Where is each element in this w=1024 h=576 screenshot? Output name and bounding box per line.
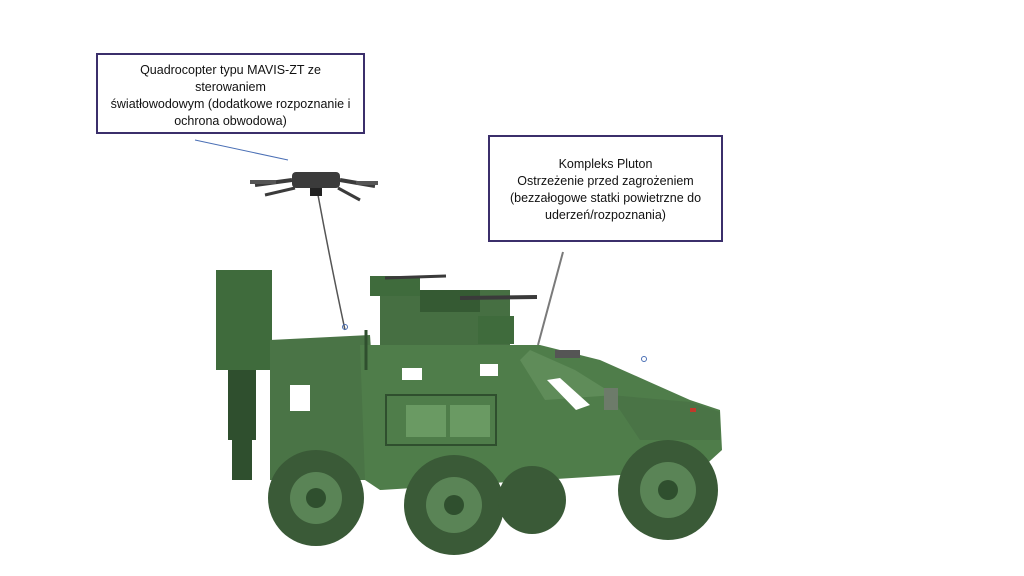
marker-dot — [342, 324, 348, 330]
wheel-icon — [498, 466, 566, 534]
callout-line: (bezzałogowe statki powietrzne do — [509, 191, 702, 205]
drone-leader-line — [194, 139, 289, 161]
quadcopter-icon — [250, 172, 378, 202]
callout-line: światłowodowym (dodatkowe rozpoznanie i — [110, 97, 351, 111]
marker-dot — [641, 356, 647, 362]
callout-line: Kompleks Pluton — [558, 157, 653, 171]
pluton-callout: Kompleks Pluton Ostrzeżenie przed zagroż… — [488, 135, 723, 242]
wheel-icon — [404, 455, 504, 555]
pluton-leader-line — [537, 251, 564, 346]
armored-vehicle-icon — [216, 270, 722, 490]
wheel-icon — [618, 440, 718, 540]
callout-line: ochrona obwodowa) — [174, 114, 287, 128]
callout-line: Quadrocopter typu MAVIS-ZT ze sterowanie… — [140, 63, 321, 94]
callout-line: Ostrzeżenie przed zagrożeniem — [517, 174, 694, 188]
fiber-tether — [317, 194, 346, 331]
wheel-icon — [268, 450, 364, 546]
callout-line: uderzeń/rozpoznania) — [545, 208, 666, 222]
drone-callout: Quadrocopter typu MAVIS-ZT ze sterowanie… — [96, 53, 365, 134]
